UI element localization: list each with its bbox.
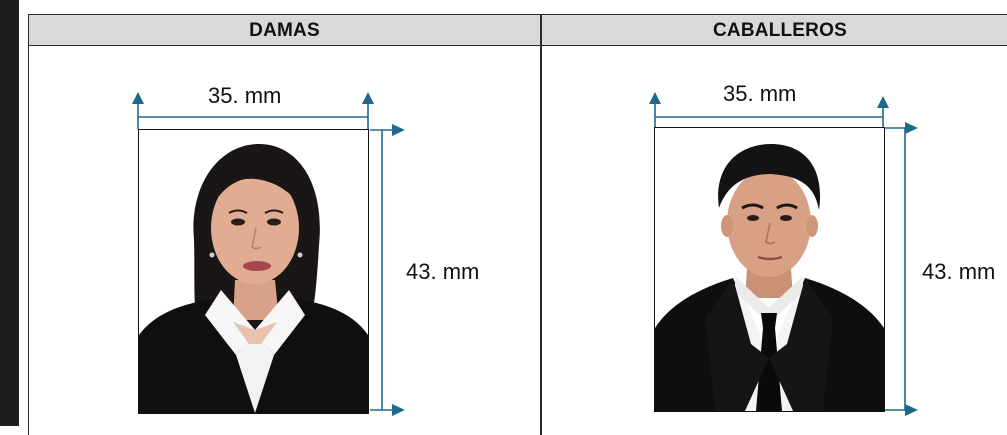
caballeros-column-title: CABALLEROS (713, 20, 847, 41)
damas-height-bottom-arrowhead (392, 404, 405, 416)
caballeros-height-bottom-arrowhead (905, 404, 918, 416)
table-header-row (29, 15, 1007, 46)
left-dark-strip (0, 0, 19, 426)
damas-column-title: DAMAS (249, 20, 320, 41)
dimension-arrows (132, 92, 918, 416)
damas-height-top-arrowhead (392, 124, 405, 136)
woman-id-photo (138, 129, 369, 414)
caballeros-width-label: 35. mm (723, 81, 797, 106)
caballeros-width-right-arrowhead (877, 96, 889, 108)
column-divider (540, 15, 542, 435)
damas-height-label: 43. mm (406, 259, 480, 284)
photo-spec-table: DAMAS CABALLEROS (28, 14, 1007, 435)
damas-width-label: 35. mm (208, 83, 282, 108)
caballeros-width-left-arrowhead (649, 92, 661, 104)
damas-width-left-arrowhead (132, 92, 144, 104)
caballeros-height-label: 43. mm (922, 259, 996, 284)
man-id-photo (654, 127, 885, 412)
damas-width-right-arrowhead (362, 92, 374, 104)
caballeros-height-top-arrowhead (905, 122, 918, 134)
